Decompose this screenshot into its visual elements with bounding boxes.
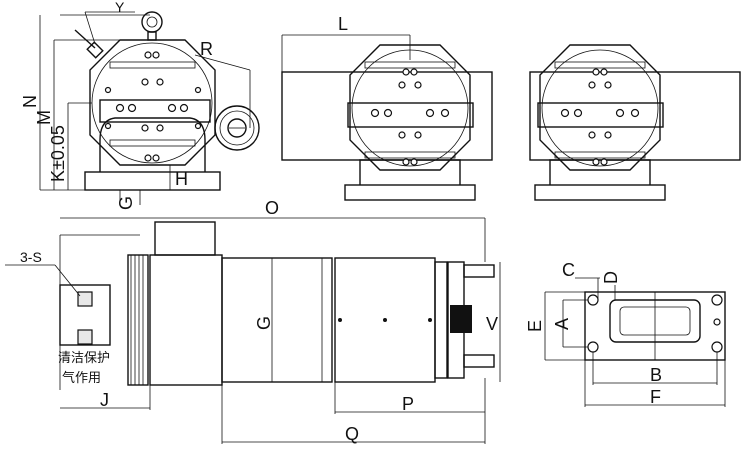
fitting-lower (77, 329, 93, 345)
front-view-right (529, 44, 741, 201)
top-valve (154, 221, 216, 256)
chuck-jaw (450, 305, 472, 333)
table-octagon-2 (349, 44, 471, 171)
table-octagon (89, 39, 216, 166)
label-C: C (562, 260, 575, 280)
label-J: J (100, 390, 109, 410)
label-P: P (402, 394, 414, 414)
label-A: A (552, 318, 572, 330)
dim-R-leader (194, 54, 251, 71)
label-G-top: G (116, 196, 136, 210)
fitting-upper (77, 291, 93, 307)
label-M: M (34, 110, 54, 125)
t-slot-band (99, 99, 211, 123)
gear-wheel (214, 105, 260, 151)
t-slot-upper (109, 61, 196, 69)
label-O: O (265, 198, 279, 218)
front-view-dual: L (281, 14, 493, 201)
label-D: D (601, 271, 621, 284)
label-K: K±0.05 (48, 125, 68, 182)
base-plan-view: C D E A B F (525, 260, 726, 407)
base-plate-2 (344, 184, 476, 201)
side-view: O 3-S G V J P Q 清洁保护 气作用 (5, 198, 501, 444)
note-air-line2: 气作用 (62, 370, 101, 386)
base-plate (84, 171, 221, 191)
note-air-line1: 清洁保护 (58, 351, 110, 366)
label-N: N (20, 95, 40, 108)
label-F: F (650, 387, 661, 407)
body-front (149, 254, 223, 386)
label-Q: Q (345, 424, 359, 444)
label-H: H (175, 169, 188, 189)
label-R: R (200, 39, 213, 59)
label-B: B (650, 365, 662, 385)
bolt-bottom (463, 354, 495, 368)
table-octagon-3 (539, 44, 661, 171)
big-gear (127, 254, 149, 386)
label-S: 3-S (20, 249, 42, 265)
base-body (99, 117, 206, 172)
label-Y: Y (115, 0, 125, 15)
front-view-geared: Y R H N M K±0.05 G (20, 0, 260, 210)
t-slot-lower (109, 139, 196, 147)
body-middle (221, 257, 333, 383)
label-G-side: G (254, 316, 274, 330)
bolt-top (463, 264, 495, 278)
label-E: E (525, 320, 545, 332)
label-V: V (486, 314, 498, 334)
label-L: L (338, 14, 348, 34)
